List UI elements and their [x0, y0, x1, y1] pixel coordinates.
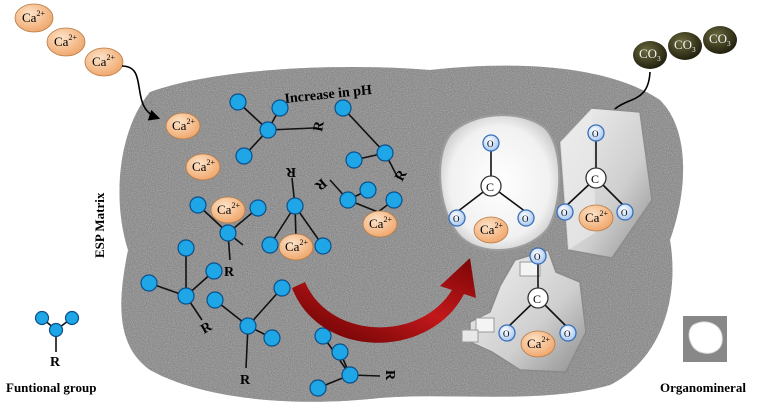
carbonate-ion: CO3	[668, 32, 702, 60]
calcium-ion: Ca2+	[278, 233, 314, 261]
svg-text:Ca2+: Ca2+	[369, 215, 392, 231]
svg-text:O: O	[503, 329, 510, 339]
legend-r-label: R	[50, 355, 61, 370]
svg-text:C: C	[486, 180, 494, 194]
esp-matrix-label: ESP Matrix	[92, 192, 107, 258]
svg-text:Ca2+: Ca2+	[54, 33, 77, 49]
svg-text:C: C	[591, 172, 599, 186]
calcium-ion: Ca2+	[165, 112, 201, 140]
legend-organomineral: Organomineral	[660, 316, 746, 395]
carbonate-complex-blocky: C O O O Ca2+	[461, 247, 587, 373]
svg-text:O: O	[561, 208, 568, 218]
svg-text:Ca2+: Ca2+	[480, 221, 503, 237]
calcium-ion: Ca2+	[84, 47, 124, 77]
svg-text:Ca2+: Ca2+	[285, 238, 308, 254]
svg-text:O: O	[621, 208, 628, 218]
svg-text:O: O	[592, 129, 599, 139]
svg-text:Ca2+: Ca2+	[217, 201, 240, 217]
svg-text:Ca2+: Ca2+	[527, 335, 550, 351]
svg-text:O: O	[534, 252, 541, 262]
svg-text:Ca2+: Ca2+	[585, 209, 608, 225]
r-group-label: R	[285, 164, 296, 179]
svg-text:CO3: CO3	[674, 37, 696, 54]
svg-text:Ca2+: Ca2+	[192, 158, 215, 174]
legend-organomineral-label: Organomineral	[660, 380, 746, 395]
calcium-ion: Ca2+	[14, 3, 54, 33]
svg-text:CO3: CO3	[639, 46, 661, 63]
svg-text:Ca2+: Ca2+	[22, 9, 45, 25]
svg-text:CO3: CO3	[709, 31, 731, 48]
svg-text:C: C	[533, 292, 541, 306]
incoming-carbonate-ions: CO3 CO3 CO3	[633, 26, 737, 69]
r-group-label: R	[240, 373, 251, 388]
transformation-arrow	[292, 258, 476, 343]
carbonate-complex-amorphous: C O O O Ca2+	[439, 114, 561, 251]
carbonate-complex-crystal: C O O O Ca2+	[556, 107, 653, 259]
calcium-ion: Ca2+	[185, 153, 221, 181]
calcium-ion: Ca2+	[362, 210, 398, 238]
r-group-label: R	[224, 265, 235, 280]
legend-functional-group-label: Funtional group	[6, 380, 96, 395]
svg-text:O: O	[564, 329, 571, 339]
svg-text:O: O	[487, 139, 494, 149]
carbonate-ion: CO3	[703, 26, 737, 54]
carbonate-ion: CO3	[633, 41, 667, 69]
calcium-ion: Ca2+	[46, 27, 86, 57]
polymer-nodes	[140, 93, 403, 397]
r-group-label: R	[382, 370, 397, 381]
calcium-inflow-arrow	[121, 65, 161, 121]
r-groups: R R R R R R R R	[199, 119, 411, 388]
r-group-label: R	[311, 119, 328, 132]
matrix-calcium-ions: Ca2+ Ca2+ Ca2+ Ca2+ Ca2+	[165, 112, 398, 261]
svg-text:Ca2+: Ca2+	[92, 53, 115, 69]
calcium-ion: Ca2+	[210, 196, 246, 224]
legend-functional-group: R Funtional group	[6, 310, 96, 395]
svg-text:Ca2+: Ca2+	[172, 117, 195, 133]
incoming-calcium-ions: Ca2+ Ca2+ Ca2+	[14, 3, 124, 77]
svg-text:O: O	[453, 214, 460, 224]
svg-text:O: O	[522, 214, 529, 224]
